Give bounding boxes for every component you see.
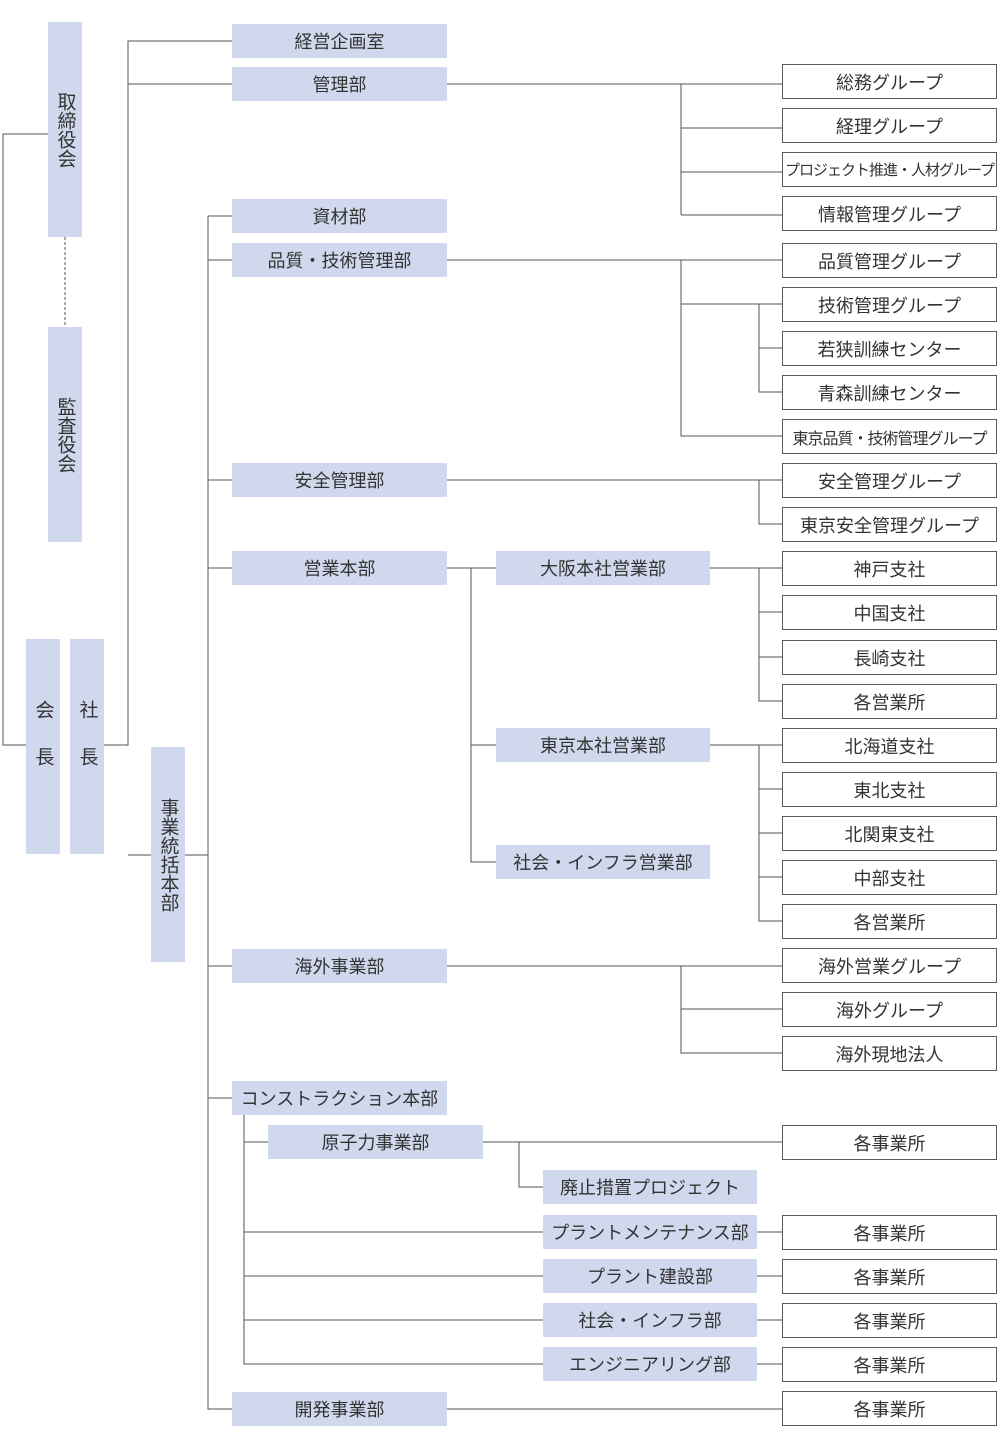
safety-group-box: 安全管理グループ — [782, 463, 997, 498]
nuclear-box: 原子力事業部 — [268, 1125, 483, 1159]
quality-group-box: 東京品質・技術管理グループ — [782, 419, 997, 454]
connector-construction — [243, 1114, 543, 1365]
connector-safety — [447, 479, 782, 525]
quality-group-box: 技術管理グループ — [782, 287, 997, 322]
tokyo-branch-box: 東北支社 — [782, 772, 997, 807]
construction-office-box: 各事業所 — [782, 1259, 997, 1294]
chairman-box: 会長 — [26, 639, 60, 854]
quality-group-box: 青森訓練センター — [782, 375, 997, 410]
osaka-branch-box: 長崎支社 — [782, 640, 997, 675]
development-office-box: 各事業所 — [782, 1391, 997, 1426]
tokyo-branch-box: 各営業所 — [782, 904, 997, 939]
development-box: 開発事業部 — [232, 1392, 447, 1426]
osaka-branch-box: 神戸支社 — [782, 551, 997, 586]
osaka-branch-box: 各営業所 — [782, 684, 997, 719]
safety-group-box: 東京安全管理グループ — [782, 507, 997, 542]
infra-sales-box: 社会・インフラ営業部 — [496, 845, 710, 879]
tokyo-sales-box: 東京本社営業部 — [496, 728, 710, 762]
social-infra-box: 社会・インフラ部 — [543, 1303, 757, 1337]
tokyo-branch-box: 中部支社 — [782, 860, 997, 895]
connector-sales-osaka — [710, 567, 782, 702]
overseas-group-box: 海外現地法人 — [782, 1036, 997, 1071]
connector-construction-offices — [757, 1231, 782, 1365]
connector-sales — [447, 567, 496, 863]
quality-group-box: 若狭訓練センター — [782, 331, 997, 366]
engineering-box: エンジニアリング部 — [543, 1347, 757, 1381]
corporate-planning-box: 経営企画室 — [232, 24, 447, 58]
overseas-group-box: 海外グループ — [782, 992, 997, 1027]
business-hq-box: 事業統括本部 — [151, 747, 185, 962]
construction-office-box: 各事業所 — [782, 1215, 997, 1250]
overseas-box: 海外事業部 — [232, 949, 447, 983]
quality-group-box: 品質管理グループ — [782, 243, 997, 278]
materials-box: 資材部 — [232, 199, 447, 233]
tokyo-branch-box: 北海道支社 — [782, 728, 997, 763]
osaka-sales-box: 大阪本社営業部 — [496, 551, 710, 585]
admin-group-box: プロジェクト推進・人材グループ — [782, 152, 997, 187]
plant-maintenance-box: プラントメンテナンス部 — [543, 1215, 757, 1249]
quality-tech-box: 品質・技術管理部 — [232, 243, 447, 277]
connector-nuclear — [483, 1141, 782, 1188]
construction-office-box: 各事業所 — [782, 1347, 997, 1382]
audit-board-box: 監査役会 — [48, 327, 82, 542]
administration-box: 管理部 — [232, 67, 447, 101]
connector-board — [2, 133, 48, 746]
admin-group-box: 経理グループ — [782, 108, 997, 143]
sales-hq-box: 営業本部 — [232, 551, 447, 585]
president-box: 社長 — [70, 639, 104, 854]
connector-business-trunk — [185, 215, 232, 1410]
connector-president — [104, 40, 232, 746]
admin-group-box: 総務グループ — [782, 64, 997, 99]
connector-overseas — [447, 965, 782, 1054]
board-of-directors-box: 取締役会 — [48, 22, 82, 237]
osaka-branch-box: 中国支社 — [782, 595, 997, 630]
overseas-group-box: 海外営業グループ — [782, 948, 997, 983]
construction-hq-box: コンストラクション本部 — [232, 1081, 447, 1115]
construction-office-box: 各事業所 — [782, 1125, 997, 1160]
construction-office-box: 各事業所 — [782, 1303, 997, 1338]
tokyo-branch-box: 北関東支社 — [782, 816, 997, 851]
safety-box: 安全管理部 — [232, 463, 447, 497]
decommissioning-box: 廃止措置プロジェクト — [543, 1170, 757, 1204]
connector-quality — [447, 259, 782, 437]
plant-construction-box: プラント建設部 — [543, 1259, 757, 1293]
connector-sales-tokyo — [710, 744, 782, 922]
admin-group-box: 情報管理グループ — [782, 196, 997, 231]
connector-admin-groups — [447, 83, 782, 216]
